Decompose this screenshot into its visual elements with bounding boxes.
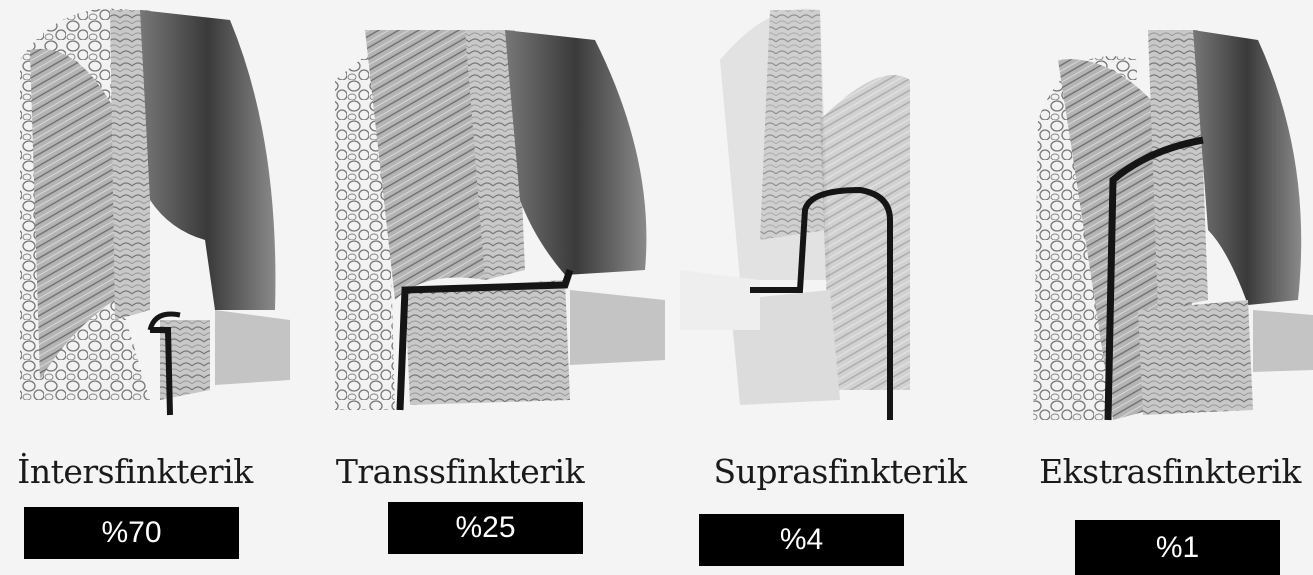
panel-label-transsphincteric: Transsfinkterik xyxy=(325,452,595,491)
extrasphincteric-fistula-illustration xyxy=(1028,0,1313,430)
percentage-badge-suprasphincteric: %4 xyxy=(699,514,904,566)
percentage-badge-extrasphincteric: %1 xyxy=(1075,520,1280,575)
percentage-badge-transsphincteric: %25 xyxy=(388,502,583,554)
percentage-badge-intersphincteric: %70 xyxy=(24,507,239,559)
panel-label-intersphincteric: İntersfinkterik xyxy=(0,452,270,491)
intersphincteric-fistula-illustration xyxy=(0,0,290,430)
transsphincteric-fistula-illustration xyxy=(325,0,665,430)
panel-label-extrasphincteric: Ekstrasfinkterik xyxy=(1035,452,1305,491)
panel-label-suprasphincteric: Suprasfinkterik xyxy=(705,452,975,491)
suprasphincteric-fistula-illustration xyxy=(680,0,940,430)
